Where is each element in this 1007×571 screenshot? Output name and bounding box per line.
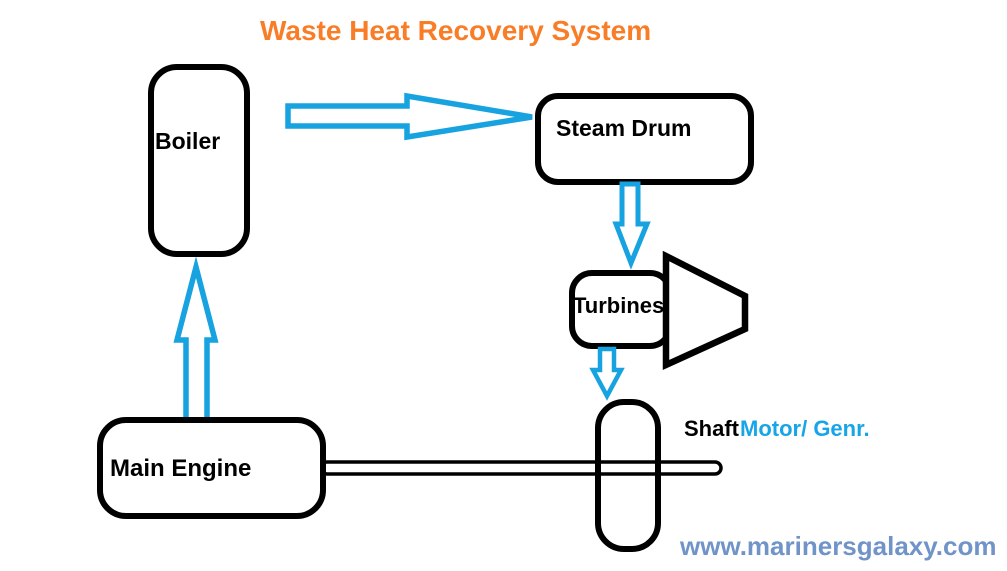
turbine-cone-icon <box>662 250 749 371</box>
shaft-label: Shaft <box>684 416 739 441</box>
steam-drum-label: Steam Drum <box>556 115 692 141</box>
arrow-steam-drum-to-turbines-icon <box>612 181 651 270</box>
page-title: Waste Heat Recovery System <box>260 15 652 46</box>
boiler-label: Boiler <box>155 128 221 154</box>
arrow-main-engine-to-boiler-icon <box>173 256 219 424</box>
arrow-boiler-to-steam-drum-icon <box>285 92 533 141</box>
main-engine-label: Main Engine <box>110 455 252 482</box>
motor-generator-box <box>595 399 661 552</box>
motor-generator-label: Motor/ Genr. <box>740 416 870 441</box>
main-engine-box <box>97 417 326 519</box>
steam-drum-box <box>535 93 754 185</box>
boiler-box <box>148 64 250 257</box>
turbines-label: Turbines <box>573 293 665 318</box>
watermark: www.marinersgalaxy.com <box>680 531 997 561</box>
arrow-turbines-to-motor-icon <box>589 346 625 401</box>
